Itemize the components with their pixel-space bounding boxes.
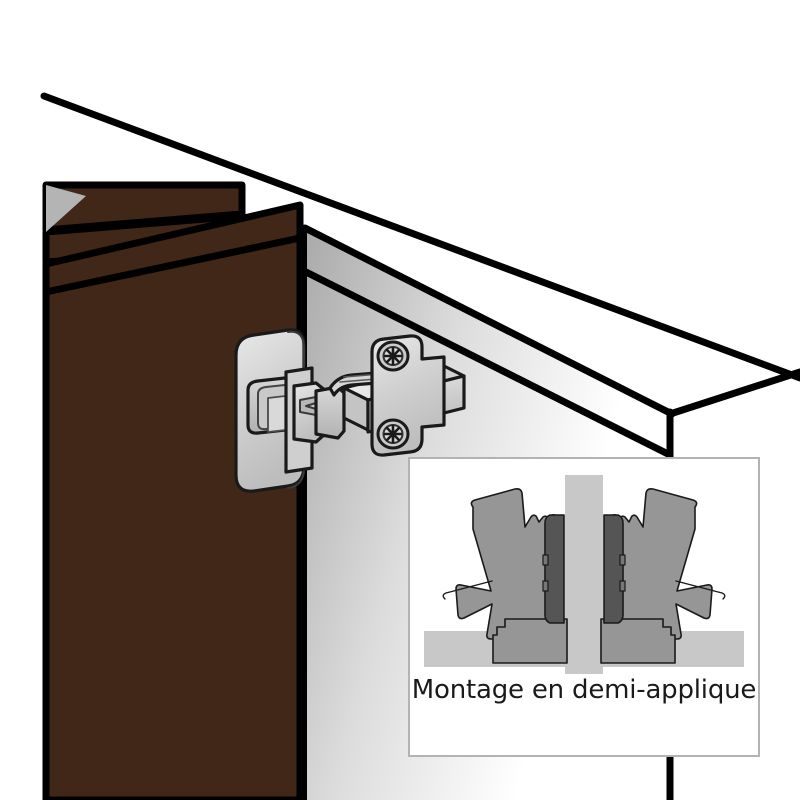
hinge-screw-lower-pozidriv-cross: [383, 424, 403, 444]
hinge-screw-upper-pozidriv-cross: [383, 346, 403, 366]
inset-hinge-left-foot: [492, 618, 568, 664]
cabinet-top-rear-edge: [301, 224, 676, 418]
inset-caption: Montage en demi-applique: [411, 675, 757, 705]
inset-hinge-left-body: [455, 488, 556, 640]
cabinet-top-inner-edge: [298, 266, 674, 459]
inset-hinge-right-arm-notch-a: [619, 554, 626, 566]
inset-hinge-left-wing: [442, 580, 493, 600]
cabinet-rear-right-edge: [666, 368, 800, 418]
inset-hinge-left-arm-notch-a: [542, 554, 549, 566]
inset-hinge-left-arm-notch-b: [542, 580, 549, 592]
concealed-hinge: [234, 328, 466, 493]
inset-hinge-right-arm-dark: [603, 514, 624, 624]
inset-hinge-right-arm-notch-b: [619, 580, 626, 592]
inset-center-partition-front: [568, 475, 600, 674]
inset-hinge-left-arm-dark: [544, 514, 565, 624]
hinge-pivot-link: [314, 385, 346, 440]
cabinet-top-underside: [300, 228, 800, 414]
inset-hinge-right-body: [612, 488, 713, 640]
door-shadow-sliver: [46, 185, 86, 232]
inset-hinge-right-foot: [600, 618, 676, 664]
inset-hinge-right-wing: [675, 580, 726, 600]
inset-detail-panel: Montage en demi-applique: [408, 457, 760, 757]
cabinet-top-front-edge: [40, 92, 800, 382]
door-front-face: [42, 234, 304, 800]
inset-cross-section-diagram: [424, 475, 744, 674]
cabinet-doors: [42, 181, 304, 800]
